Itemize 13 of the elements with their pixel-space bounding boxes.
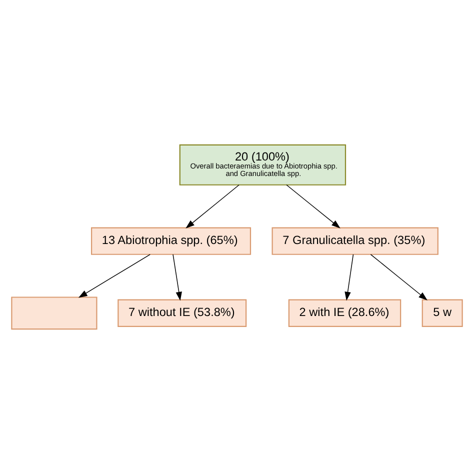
node-box <box>11 296 98 330</box>
node-box: 2 with IE (28.6%) <box>288 299 402 327</box>
node-box: 7 without IE (53.8%) <box>118 299 247 327</box>
node-box: 13 Abiotrophia spp. (65%) <box>91 227 252 255</box>
arrow <box>172 254 182 301</box>
node-box: 7 Granulicatella spp. (35%) <box>272 227 438 255</box>
arrow <box>186 184 240 228</box>
node-box: 20 (100%) Overall bacteraemias due to Abiotrophia spp. and Granulicatella spp. <box>179 144 346 186</box>
arrow <box>370 254 428 300</box>
arrow <box>286 184 340 228</box>
arrow <box>78 254 150 298</box>
arrow <box>344 254 354 301</box>
node-box: 5 w <box>422 299 463 327</box>
